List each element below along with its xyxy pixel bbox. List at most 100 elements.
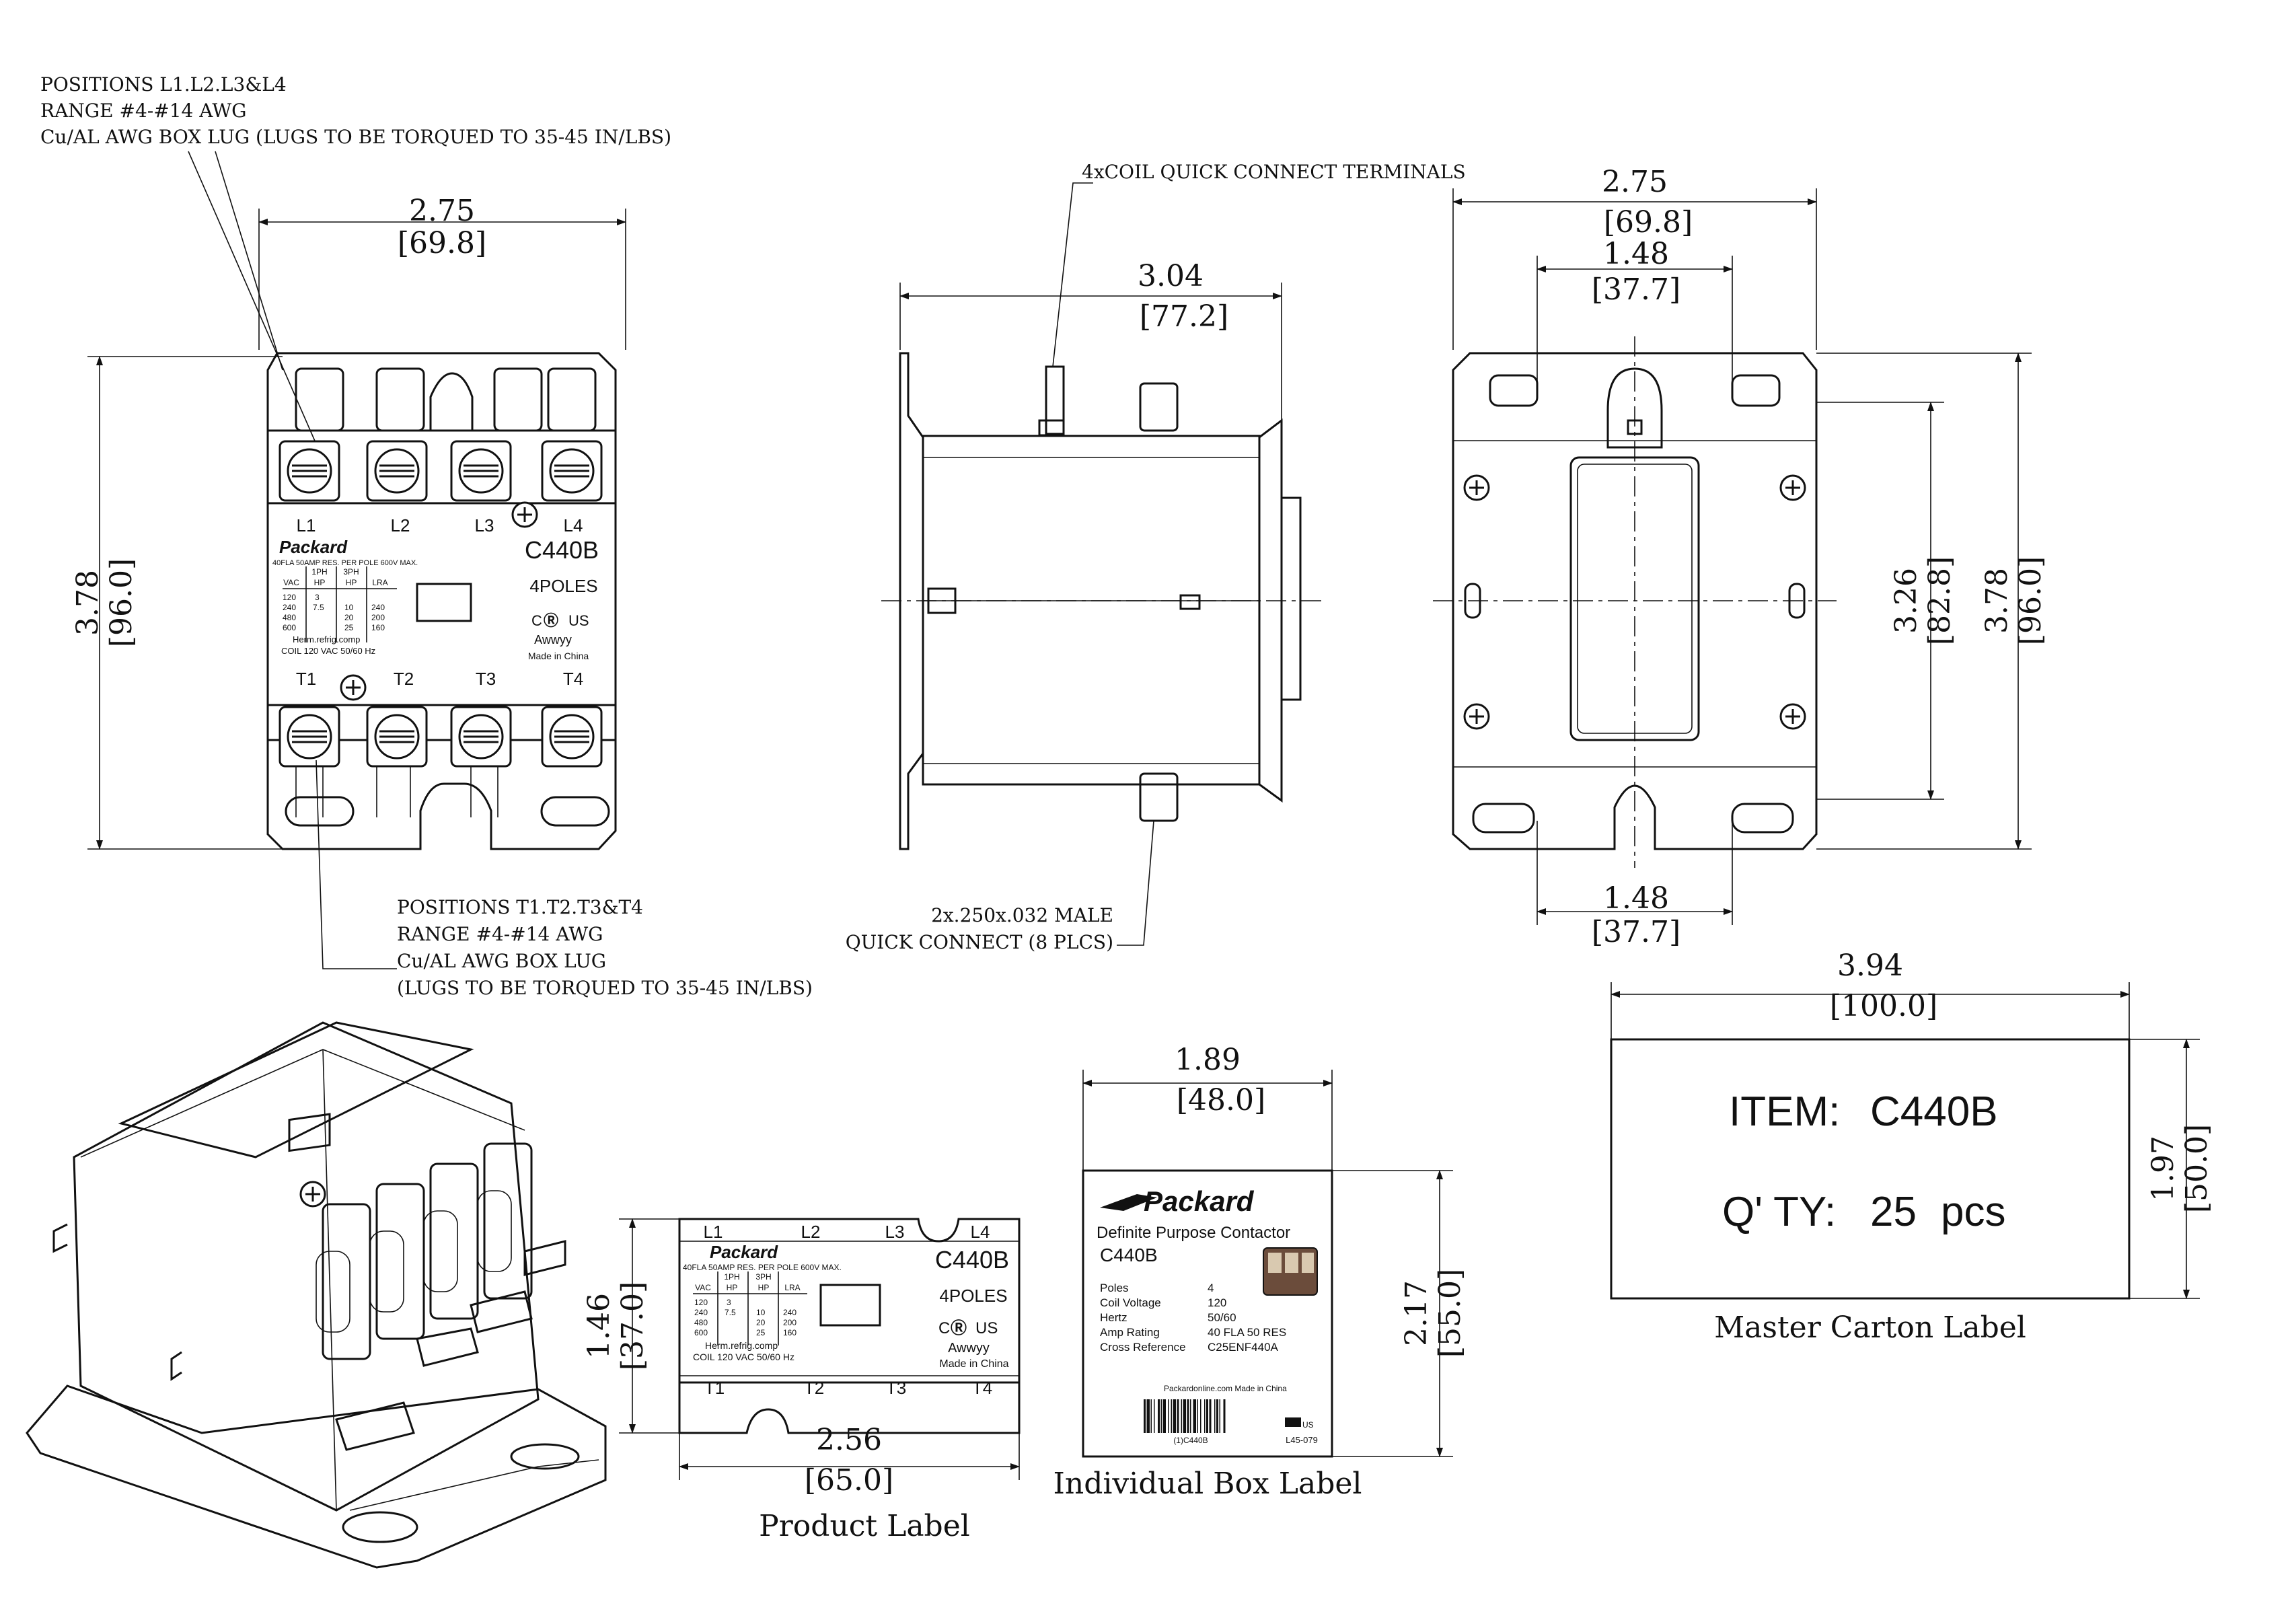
vac-value: 240 bbox=[283, 603, 296, 612]
dim-rear-width: 2.75 bbox=[1602, 165, 1668, 199]
dim-rear-slot-top: 1.48 bbox=[1603, 237, 1669, 271]
caption-product-label: Product Label bbox=[759, 1509, 970, 1543]
model-number: C440B bbox=[525, 536, 599, 564]
hp1-value: 7.5 bbox=[725, 1308, 736, 1317]
made-in: Made in China bbox=[528, 651, 589, 661]
terminal-label: T4 bbox=[972, 1378, 992, 1398]
terminal-label: L3 bbox=[475, 515, 494, 536]
dim-rear-height: 3.78 bbox=[1980, 568, 2014, 634]
iso-terminals bbox=[316, 1142, 566, 1451]
dim-master-width-mm: [100.0] bbox=[1830, 989, 1937, 1023]
spec-key: Poles bbox=[1100, 1282, 1129, 1294]
dim-master-width: 3.94 bbox=[1837, 949, 1903, 983]
dim-side-width-mm: [77.2] bbox=[1140, 299, 1228, 334]
hp1-value: 3 bbox=[315, 593, 320, 602]
terminal-label: T1 bbox=[704, 1378, 725, 1398]
product-photo-icon bbox=[1263, 1247, 1318, 1296]
dim-rear-width-mm: [69.8] bbox=[1604, 205, 1693, 239]
note-quick-connect-2: QUICK CONNECT (8 PLCS) bbox=[846, 931, 1113, 953]
terminal-label: T3 bbox=[476, 669, 496, 689]
dim-side-width: 3.04 bbox=[1138, 259, 1204, 293]
hp1-value: 7.5 bbox=[313, 603, 324, 612]
lra-value: 200 bbox=[371, 613, 385, 622]
ul-logo-icon: Ⓡ bbox=[544, 612, 558, 629]
note-line-1: POSITIONS T1.T2.T3&T4 bbox=[397, 896, 643, 918]
front-label-panel bbox=[266, 502, 617, 706]
caption-master-label: Master Carton Label bbox=[1714, 1311, 2026, 1345]
col-header: HP bbox=[346, 578, 357, 587]
box-cert: US bbox=[1302, 1420, 1314, 1430]
dim-master-height: 1.97 bbox=[2146, 1136, 2180, 1202]
note-line-1: POSITIONS L1.L2.L3&L4 bbox=[40, 73, 287, 96]
terminal-label: T2 bbox=[804, 1378, 824, 1398]
poles-text: 4POLES bbox=[939, 1286, 1007, 1306]
caption-box-label: Individual Box Label bbox=[1053, 1467, 1362, 1501]
box-title: Definite Purpose Contactor bbox=[1097, 1224, 1290, 1242]
brand-logo: Packard bbox=[710, 1242, 778, 1262]
dim-rear-slot-bottom-mm: [37.7] bbox=[1592, 915, 1680, 949]
screw-icon bbox=[511, 501, 538, 528]
dim-product-height: 1.46 bbox=[582, 1293, 616, 1359]
master-item-key: ITEM: bbox=[1729, 1088, 1840, 1135]
hp-header: 1PH bbox=[311, 567, 327, 577]
lra-value: 160 bbox=[371, 623, 385, 632]
box-website: Packardonline.com Made in China bbox=[1164, 1384, 1287, 1393]
vac-value: 480 bbox=[694, 1318, 708, 1327]
note-line-3: Cu/AL AWG BOX LUG bbox=[397, 950, 606, 972]
screw-icon bbox=[1779, 474, 1806, 501]
dim-box-height: 2.17 bbox=[1399, 1280, 1434, 1346]
hp3-value: 10 bbox=[344, 603, 354, 612]
top-terminal-tabs bbox=[295, 367, 597, 432]
terminal-label: L3 bbox=[885, 1222, 905, 1242]
leader-line bbox=[188, 151, 317, 445]
master-label-view: 3.94 [100.0] 1.97 [50.0] ITEM: C440B Q' … bbox=[1610, 949, 2214, 1345]
col-header: HP bbox=[314, 578, 326, 587]
terminal-label: L2 bbox=[391, 515, 410, 536]
rating-line: 40FLA 50AMP RES. PER POLE 600V MAX. bbox=[683, 1263, 842, 1272]
screw-icon bbox=[299, 1181, 326, 1208]
master-qty-unit: pcs bbox=[1941, 1189, 2005, 1235]
note-coil-terminals: 4xCOIL QUICK CONNECT TERMINALS bbox=[1082, 161, 1466, 183]
isometric-view bbox=[26, 1021, 607, 1569]
lra-value: 160 bbox=[783, 1328, 797, 1337]
vac-value: 240 bbox=[694, 1308, 708, 1317]
vac-value: 120 bbox=[283, 593, 296, 602]
dim-product-width-mm: [65.0] bbox=[805, 1463, 893, 1498]
terminal-label: L2 bbox=[801, 1222, 821, 1242]
spec-value: C25ENF440A bbox=[1208, 1341, 1279, 1354]
col-header: HP bbox=[758, 1283, 770, 1292]
dim-product-height-mm: [37.0] bbox=[616, 1282, 650, 1370]
terminal-label: T1 bbox=[296, 669, 316, 689]
vac-value: 600 bbox=[283, 623, 296, 632]
dim-rear-inner-height: 3.26 bbox=[1889, 568, 1923, 634]
vac-value: 480 bbox=[283, 613, 296, 622]
cert-logo-icon bbox=[1285, 1417, 1301, 1427]
note-line-2: RANGE #4-#14 AWG bbox=[40, 100, 246, 122]
dim-box-height-mm: [55.0] bbox=[1433, 1269, 1467, 1358]
lra-value: 200 bbox=[783, 1318, 797, 1327]
housing-outline bbox=[266, 352, 617, 850]
vac-value: 600 bbox=[694, 1328, 708, 1337]
cert-mark: US bbox=[975, 1319, 998, 1337]
screw-t2 bbox=[366, 706, 428, 768]
dim-rear-inner-height-mm: [82.8] bbox=[1923, 556, 1957, 645]
dim-rear-slot-bottom: 1.48 bbox=[1603, 881, 1669, 916]
label-window bbox=[819, 1284, 881, 1327]
herm-text: Herm.refrig.comp bbox=[705, 1340, 778, 1351]
note-line-4: (LUGS TO BE TORQUED TO 35-45 IN/LBS) bbox=[397, 977, 813, 999]
col-header: VAC bbox=[283, 578, 299, 587]
spec-value: 40 FLA 50 RES bbox=[1208, 1326, 1286, 1339]
rear-view: 2.75 [69.8] 1.48 [37.7] 1.48 [37.7] 3.26… bbox=[1433, 165, 2048, 949]
cert-sub: Awwyy bbox=[948, 1341, 990, 1356]
note-line-2: RANGE #4-#14 AWG bbox=[397, 923, 603, 945]
made-in: Made in China bbox=[939, 1358, 1008, 1370]
hp3-value: 25 bbox=[756, 1328, 766, 1337]
coil-text: COIL 120 VAC 50/60 Hz bbox=[693, 1352, 794, 1362]
spec-key: Amp Rating bbox=[1100, 1326, 1160, 1339]
side-view: 3.04 [77.2] 4xCOIL QUICK CONNECT TERMINA… bbox=[846, 161, 1466, 953]
product-label-view: 1.46 [37.0] 2.56 [65.0] L1 L2 L3 L4 Pack… bbox=[582, 1218, 1021, 1543]
terminal-label: T3 bbox=[886, 1378, 906, 1398]
hp3-value: 20 bbox=[344, 613, 354, 622]
col-header: LRA bbox=[372, 578, 387, 587]
